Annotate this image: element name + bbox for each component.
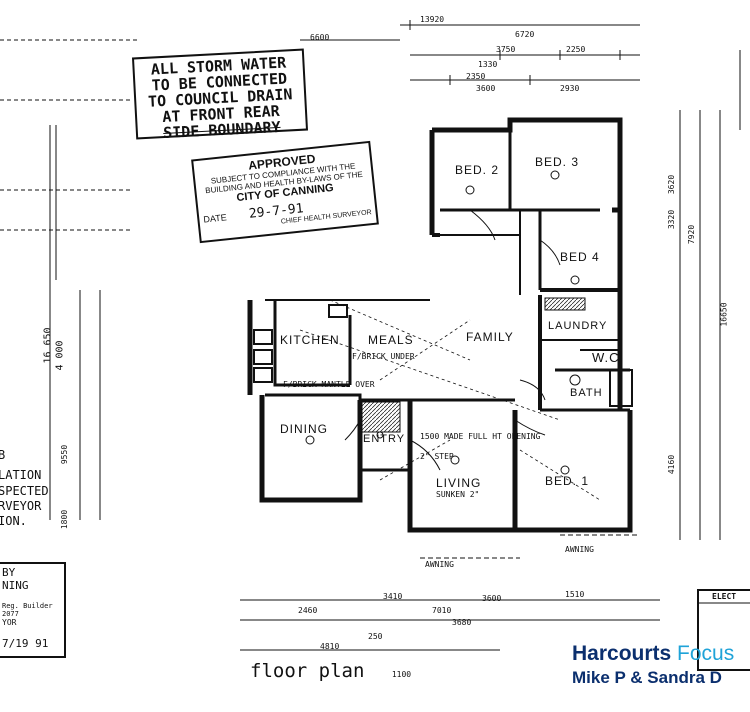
note-awning-living: AWNING [425,560,454,569]
dim-top-overall: 13920 [420,15,445,24]
dim-bottom-250: 250 [368,632,383,641]
note-fbrick-mantle: F/BRICK MANTLE OVER [283,380,375,389]
room-bath: BATH [570,387,603,399]
dim-right-16650: 16650 [719,302,729,327]
dim-right-3320: 3320 [667,209,677,230]
storm-water-stamp: ALL STORM WATER TO BE CONNECTED TO COUNC… [131,48,309,142]
electrical-legend-header: ELECT [712,592,737,601]
dim-right-3620: 3620 [667,174,677,195]
agency-logo: Harcourts Focus [572,642,734,666]
dim-top-2930: 2930 [560,84,580,93]
dim-top-6720: 6720 [515,30,535,39]
room-laundry: LAUNDRY [548,320,608,332]
dim-top-2250: 2250 [566,45,586,54]
room-bed-3: BED. 3 [535,155,580,169]
dim-bottom-3600: 3600 [482,594,502,603]
agency-branding: Harcourts Focus Mike P & Sandra D [572,642,734,688]
dim-top-3750: 3750 [496,45,516,54]
agent-names: Mike P & Sandra D [572,668,722,687]
room-bed-2: BED. 2 [455,163,500,177]
room-wc: W.C. [592,350,625,365]
left-note-b: B [0,448,6,462]
builder-line-4: YOR [2,618,17,627]
approved-date-label: DATE [202,212,228,225]
dim-top-6600: 6600 [310,33,330,42]
builder-date: 7/19 91 [2,637,49,650]
left-note-ion: ION. [0,514,27,528]
left-note-lation: LATION [0,468,42,482]
room-family: FAMILY [466,330,514,344]
room-meals: MEALS [368,333,414,347]
dim-bottom-3680: 3680 [452,618,472,627]
dim-left-4000: 4 000 [54,340,66,371]
dim-top-3600: 3600 [476,84,496,93]
left-note-spected: SPECTED [0,484,49,498]
floor-plan-scale: 1100 [391,670,412,679]
dim-bottom-4810: 4810 [320,642,340,651]
dim-left-1800: 1800 [60,509,70,530]
room-bed-1: BED. 1 [545,474,590,488]
note-awning-bed1: AWNING [565,545,594,554]
builder-line-3: Reg. Builder 2077 [2,602,53,618]
dim-left-9550: 9550 [60,444,70,465]
dim-left-16650: 16 650 [42,327,54,364]
dim-bottom-1510: 1510 [565,590,585,599]
note-sunken: SUNKEN 2" [436,490,480,499]
note-step: 2" STEP [420,452,454,461]
dim-right-7920: 7920 [687,224,697,245]
dim-top-2350: 2350 [466,72,486,81]
floor-plan-title: floor plan 1100 [250,660,411,682]
room-dining: DINING [280,422,328,436]
builder-line-1: BY [2,566,16,579]
builder-line-2: NING [2,579,29,592]
room-kitchen: KITCHEN [280,333,340,347]
dim-top-1330: 1330 [478,60,498,69]
room-bed-4: BED 4 [560,250,600,264]
agency-name-sub: Focus [671,642,735,665]
left-note-rveyor: RVEYOR [0,499,42,513]
note-fbrick: F/BRICK UNDER [352,352,415,361]
dim-bottom-7010: 7010 [432,606,452,615]
dim-bottom-3410: 3410 [383,592,403,601]
dim-bottom-2460: 2460 [298,606,318,615]
room-living: LIVING [436,476,482,490]
room-entry: ENTRY [363,433,406,445]
dim-right-4160: 4160 [667,454,677,475]
note-opening: 1500 MADE FULL HT OPENING [420,432,541,441]
builder-approval-box: BY NING Reg. Builder 2077 YOR 7/19 91 [0,562,66,658]
agency-name-main: Harcourts [572,642,672,665]
floor-plan-title-text: floor plan [250,660,365,682]
